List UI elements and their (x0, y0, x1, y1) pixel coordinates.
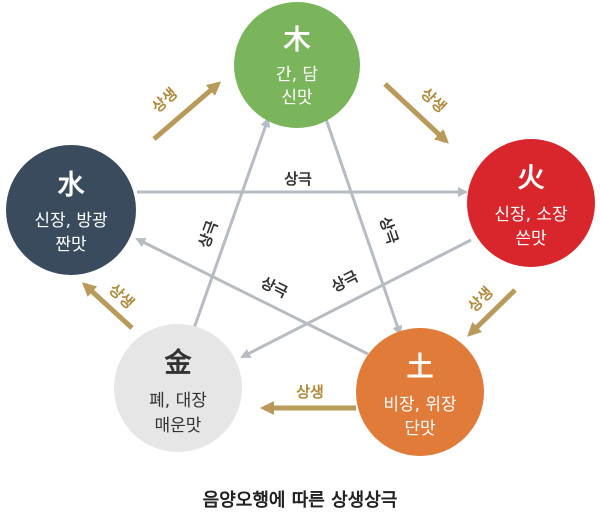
diagram-caption: 음양오행에 따른 상생상극 (202, 490, 398, 511)
fire-glyph: 火 (518, 163, 545, 194)
earth-glyph: 土 (407, 352, 434, 383)
metal-taste: 매운맛 (155, 416, 202, 436)
metal-organs: 폐, 대장 (149, 391, 207, 411)
node-metal: 金 폐, 대장 매운맛 (114, 324, 242, 452)
wood-taste: 신맛 (281, 88, 313, 108)
control-arrow-metal-wood (190, 117, 271, 335)
wood-organs: 간, 담 (276, 65, 318, 85)
control-arrow-fire-metal (240, 238, 472, 359)
control-arrow-wood-earth (324, 118, 403, 336)
fire-organs: 신장, 소장 (494, 205, 568, 225)
generate-label-wood-fire: 상생 (417, 84, 449, 116)
node-water: 水 신장, 방광 짠맛 (6, 145, 136, 275)
generate-arrow-water-wood (152, 81, 222, 141)
control-label-fire-metal: 상극 (328, 267, 361, 296)
water-glyph: 水 (58, 170, 86, 201)
node-earth: 土 비장, 위장 단맛 (356, 328, 484, 456)
control-label-water-fire: 상극 (284, 170, 312, 188)
metal-glyph: 金 (164, 347, 193, 379)
control-label-metal-wood: 상극 (195, 218, 221, 250)
node-wood: 木 간, 담 신맛 (234, 2, 360, 128)
control-arrow-earth-water (135, 237, 369, 356)
generate-label-water-wood: 상생 (148, 84, 181, 116)
generate-arrow-fire-earth (467, 288, 517, 337)
generate-label-earth-metal: 상생 (296, 383, 324, 401)
fire-taste: 쓴맛 (515, 229, 547, 249)
earth-organs: 비장, 위장 (383, 395, 457, 415)
wood-glyph: 木 (283, 25, 311, 56)
water-organs: 신장, 방광 (34, 211, 107, 231)
five-elements-diagram: 상생 상생 상생 상생 상생 상극 상극 상극 상극 상극 木 간, 담 신맛 … (6, 2, 595, 456)
generate-arrow-metal-water (82, 282, 134, 330)
control-label-wood-earth: 상극 (376, 214, 402, 246)
generate-arrow-wood-fire (383, 82, 449, 144)
control-label-earth-water: 상극 (258, 273, 291, 301)
water-taste: 짠맛 (55, 235, 87, 255)
earth-taste: 단맛 (404, 419, 436, 439)
node-fire: 火 신장, 소장 쓴맛 (467, 139, 595, 267)
